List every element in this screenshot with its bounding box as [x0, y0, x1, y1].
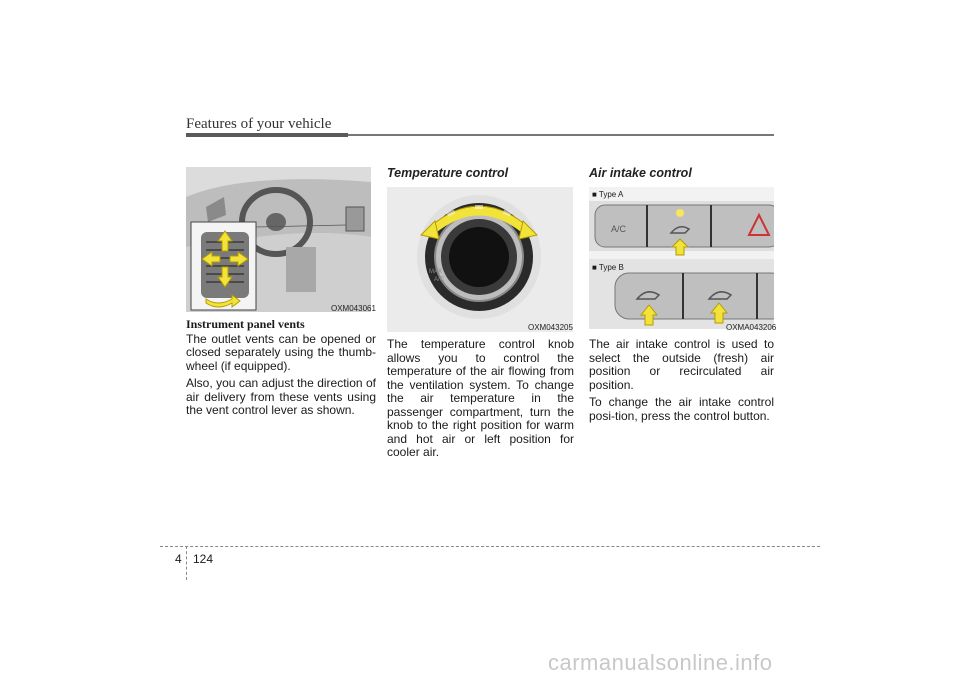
paragraph: The outlet vents can be opened or closed…: [186, 331, 376, 373]
column-2-text: The temperature control knob allows you …: [387, 337, 574, 464]
air-intake-figure: ■ Type A A/C ■ Type B: [589, 187, 774, 329]
header-rule: [186, 133, 348, 137]
watermark: carmanualsonline.info: [548, 650, 773, 675]
figure-code: OXMA043206: [726, 323, 777, 332]
knob-ac-label: A/C: [434, 277, 445, 283]
footer-vertical-rule: [186, 546, 187, 580]
column-3-text: The air intake control is used to select…: [589, 337, 774, 427]
section-heading: Air intake control: [589, 166, 692, 180]
figure-code: OXM043205: [528, 323, 573, 332]
paragraph: The temperature control knob allows you …: [387, 337, 574, 459]
header-rule-thin: [348, 134, 774, 136]
footer-rule: [160, 546, 820, 547]
type-b-label: ■ Type B: [592, 263, 624, 272]
page-header-title: Features of your vehicle: [186, 116, 332, 132]
paragraph: The air intake control is used to select…: [589, 337, 774, 392]
figure-code: OXM043061: [331, 304, 376, 313]
instrument-panel-vents-figure: [186, 167, 371, 312]
paragraph: Also, you can adjust the direction of ai…: [186, 376, 376, 417]
column-1-text: Instrument panel vents The outlet vents …: [186, 317, 376, 422]
paragraph: To change the air intake control posi-ti…: [589, 395, 774, 423]
knob-max-label: MAX: [429, 269, 442, 275]
page-number: 124: [193, 552, 214, 566]
type-a-label: ■ Type A: [592, 190, 624, 199]
section-heading: Temperature control: [387, 166, 509, 180]
section-subheading: Instrument panel vents: [186, 317, 305, 331]
temperature-knob-illustration: MAX A/C: [417, 195, 541, 319]
temperature-knob-figure: MAX A/C: [387, 187, 573, 332]
chapter-number: 4: [175, 552, 182, 566]
ac-button-label: A/C: [611, 224, 627, 234]
air-intake-buttons-illustration: A/C: [589, 201, 774, 329]
dashboard-illustration: [186, 179, 371, 312]
